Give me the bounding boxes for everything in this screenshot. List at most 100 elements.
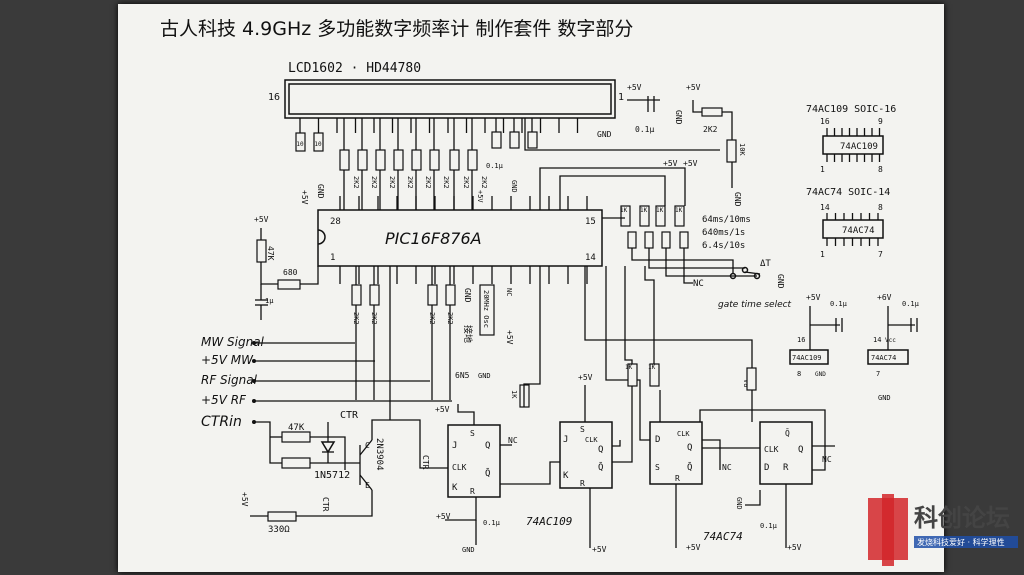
ff4-qbar: Q̄ [785,428,790,438]
gnd-note: 接地 [462,325,474,343]
ff-res-1k-a: 1K [625,364,633,371]
pwr-ac109-label: 74AC109 [792,354,822,362]
schematic-paper [118,4,944,572]
ff-pair-74ac109: 74AC109 [526,515,572,528]
ff2-k: K [563,471,569,481]
xtal-nc: NC [505,288,513,296]
lcd-mcu-resistor-value: 2K2 [424,176,432,189]
ff1-r: R [470,487,475,496]
pwr-ac109-cap: 0.1μ [830,300,848,308]
ff4-q: Q [798,445,803,455]
pwr-ac74-pin14: 14 [873,336,881,344]
gate-5v-b: +5V [683,159,698,168]
lcd-mcu-resistor-value: 2K2 [388,176,396,189]
watermark-tagline: 发烧科技爱好 · 科学理性 [917,537,1005,547]
pot-10k: 10K [738,143,746,156]
lcd-pin-1: 1 [618,92,624,103]
lcd-mcu-resistor [429,149,440,171]
lcd-pin-16: 16 [268,92,280,103]
ff2-s: S [580,425,585,434]
ff-res-1k-b: 1K [648,364,656,371]
transistor-label: 2N3904 [374,438,384,471]
ff2-q: Q [598,445,603,455]
lower-resistor [351,284,362,306]
label-mw-signal: MW Signal [201,335,265,349]
gate-time-0: 64ms/10ms [702,215,751,225]
pwr-ac109-5v: +5V [806,293,821,302]
ff3-r: R [675,474,680,483]
pwr-ac109-gnd: GND [815,371,826,378]
pkg-ac109-label: 74AC109 [840,142,878,152]
pkg-ac74-pin14: 14 [820,203,830,212]
pwr-ac109-pin8: 8 [797,370,801,378]
ff4-gnd: GND [735,497,743,510]
label-ctrin: CTRin [201,414,242,430]
mcu-pin-15: 15 [585,217,596,227]
lcd-mcu-gnd: GND [510,180,518,193]
ff1-s: S [470,429,475,438]
pwr-ac74-gnd: GND [878,394,891,402]
cap-6n5-gnd: GND [478,372,491,380]
pwr-ac74-6v: +6V [877,293,892,302]
gate-switch-mark: ΔT [760,259,771,269]
ff2-j: J [563,435,568,445]
ff3-nc: NC [722,463,732,472]
title: 古人科技 4.9GHz 多功能数字频率计 制作套件 数字部分 [160,18,633,40]
lcd-mcu-resistor-value: 2K2 [406,176,414,189]
reset-47k: 47K [266,246,275,261]
lcd-mcu-resistor-value: 2K2 [370,176,378,189]
reset-680: 680 [283,268,298,277]
lcd-gnd-left: GND [316,184,325,199]
transistor-c: C [365,441,370,450]
ff4-res-v8: V8 [742,379,750,387]
lcd-mcu-resistor [449,149,460,171]
gate-res-1k-c: 1K [656,207,664,214]
xtal-label: 20MHz Osc [482,290,490,328]
lcd-cap-01u: 0.1μ [635,125,654,134]
label-rf-signal: RF Signal [201,373,258,387]
watermark-logo: 科创论坛 发烧科技爱好 · 科学理性 [868,494,1018,566]
reset-5v: +5V [254,215,269,224]
ff1-k: K [452,483,458,493]
pkg-ac109-pin1: 1 [820,165,825,174]
ic-package-notes: 74AC109 SOIC-16 16 9 74AC109 1 8 74AC74 … [806,104,896,259]
lcd-mcu-resistor [393,149,404,171]
ff4-r: R [783,463,789,473]
diode-label: 1N5712 [314,470,350,481]
gate-nc: NC [693,279,704,289]
gate-select-area: +5V +5V 1K 1K 1K 1K 64ms/10ms 640ms/1s 6… [539,159,792,310]
ff1-clk: CLK [452,463,467,472]
ff1-ctr: CTR [421,455,430,470]
ff1-qbar: Q̄ [485,467,490,479]
pkg-ac109-pin9: 9 [878,117,883,126]
ff1-q: Q [485,441,490,451]
lcd-5v-left: +5V [300,190,309,205]
lcd-mcu-resistor-value: 2K2 [462,176,470,189]
lcd-mcu-resistor [375,149,386,171]
lcd-cap-label: 0.1μ [486,162,504,170]
pkg-ac109-body [822,135,884,155]
pwr-ac74-label: 74AC74 [871,354,896,362]
ff3-s: S [655,463,660,472]
pwr-ac74-pin7: 7 [876,370,880,378]
lcd-mcu-resistor-value: 2K2 [480,176,488,189]
ff3-d: D [655,435,660,445]
gate-res-1k-a: 1K [620,207,628,214]
ff4-5v: +5V [787,543,802,552]
mcu-notch [317,229,326,245]
ff2-clk: CLK [585,436,598,444]
pwr-ac109-pin16: 16 [797,336,805,344]
ff1-top-5v: +5V [435,405,450,414]
res-1k-ff: 1K [510,390,518,399]
ff1-gnd: GND [462,546,475,554]
pkg-ac109-pin8: 8 [878,165,883,174]
lcd-mcu-resistor-value: 2K2 [442,176,450,189]
pkg-ac74-pin1: 1 [820,250,825,259]
res-10-a: 10 [296,141,304,148]
pkg-ac74-label: 74AC74 [842,226,875,236]
ff2-74ac109: J CLK K Q Q̄ S R +5V +5V 74AC109 [526,373,613,554]
ctr-top: CTR [340,410,359,421]
gate-5v-a: +5V [663,159,678,168]
